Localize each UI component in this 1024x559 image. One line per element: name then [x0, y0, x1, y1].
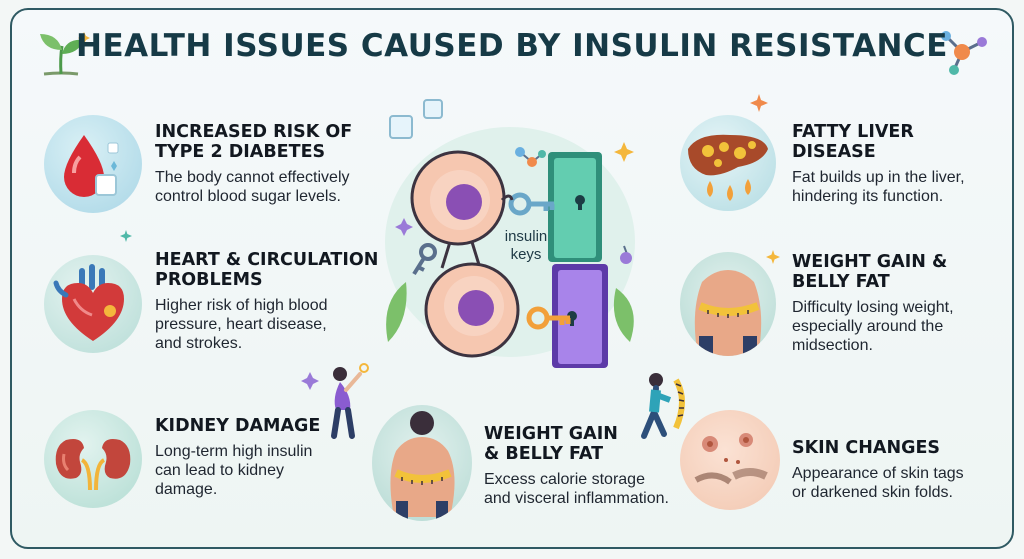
molecule-icon	[941, 31, 987, 75]
sugar-cube-icon	[423, 99, 443, 119]
weight-center-text: Excess calorie storage and visceral infl…	[484, 471, 669, 507]
liver-item: FATTY LIVER DISEASE Fat builds up in the…	[792, 122, 1002, 206]
tape-measure-waist-icon	[390, 411, 455, 521]
sparkle-icon	[750, 94, 768, 112]
weight-center-item: WEIGHT GAIN & BELLY FAT Excess calorie s…	[484, 424, 704, 508]
sugar-cube-icon	[389, 115, 413, 139]
green-door-icon	[554, 158, 596, 258]
liver-heading: FATTY LIVER DISEASE	[792, 122, 914, 162]
heart-heading: HEART & CIRCULATION PROBLEMS	[155, 250, 379, 290]
skin-text: Appearance of skin tags or darkened skin…	[792, 465, 964, 501]
kidney-text: Long-term high insulin can lead to kidne…	[155, 443, 313, 498]
blood-drop-sugar-cube-icon	[64, 135, 119, 197]
man-pointing-illustration	[301, 363, 369, 439]
sprout-icon	[40, 32, 90, 76]
skin-illustration	[680, 410, 780, 510]
weight-center-heading: WEIGHT GAIN & BELLY FAT	[484, 424, 618, 464]
kidneys-icon	[55, 439, 131, 491]
weight-right-heading: WEIGHT GAIN & BELLY FAT	[792, 252, 948, 292]
heart-icon	[53, 264, 124, 341]
diabetes-illustration	[44, 115, 142, 213]
belly-measure-icon	[694, 270, 762, 356]
weight-center-illustration	[372, 405, 472, 521]
skin-item: SKIN CHANGES Appearance of skin tags or …	[792, 438, 1002, 502]
heart-item: HEART & CIRCULATION PROBLEMS Higher risk…	[155, 250, 385, 353]
weight-right-text: Difficulty losing weight, especially aro…	[792, 299, 954, 354]
skin-heading: SKIN CHANGES	[792, 438, 941, 458]
kidney-item: KIDNEY DAMAGE Long-term high insulin can…	[155, 416, 375, 499]
skin-patch-icon	[694, 433, 768, 485]
insulin-keys-label: insulin keys	[504, 228, 548, 263]
liver-icon	[688, 134, 768, 201]
weight-right-item: WEIGHT GAIN & BELLY FAT Difficulty losin…	[792, 252, 1002, 355]
purple-door-icon	[558, 270, 602, 364]
liver-text: Fat builds up in the liver, hindering it…	[792, 169, 965, 205]
liver-illustration	[680, 115, 776, 211]
sparkle-icon	[766, 250, 780, 264]
diabetes-heading: INCREASED RISK OF TYPE 2 DIABETES	[155, 122, 353, 162]
kidney-heading: KIDNEY DAMAGE	[155, 416, 321, 436]
sparkle-icon	[120, 230, 132, 242]
kidney-illustration	[44, 410, 142, 508]
page-title: HEALTH ISSUES CAUSED BY INSULIN RESISTAN…	[76, 28, 948, 64]
key-icon	[529, 201, 555, 211]
insulin-keys-illustration	[385, 99, 635, 368]
tape-measure-woman-illustration	[641, 373, 685, 439]
diabetes-item: INCREASED RISK OF TYPE 2 DIABETES The bo…	[155, 122, 385, 206]
heart-illustration	[44, 255, 142, 353]
weight-right-illustration	[680, 252, 776, 356]
heart-text: Higher risk of high blood pressure, hear…	[155, 297, 328, 352]
key-icon	[547, 315, 571, 325]
diabetes-text: The body cannot effectively control bloo…	[155, 169, 350, 205]
